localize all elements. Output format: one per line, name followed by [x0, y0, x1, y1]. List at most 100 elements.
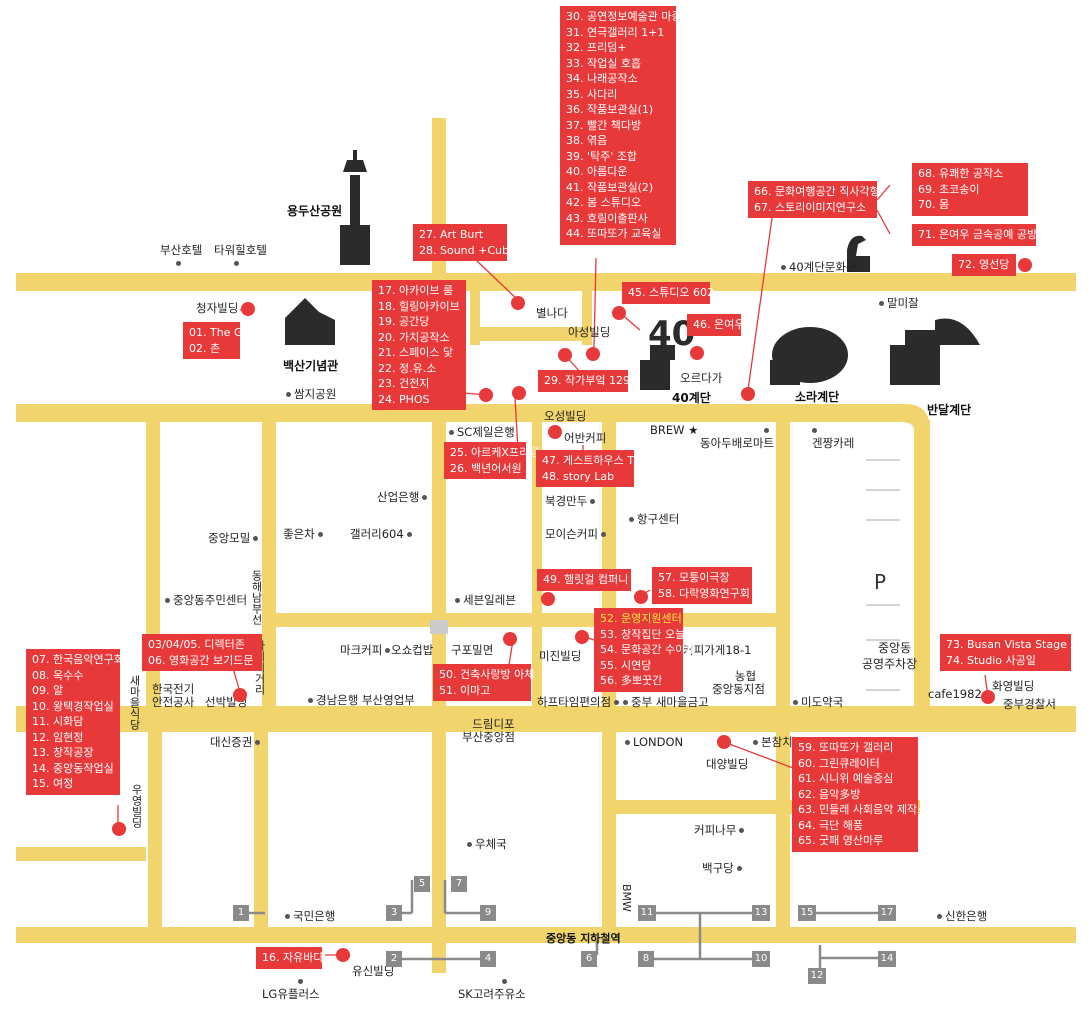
poi-sk: SK고려주유소 — [458, 975, 526, 1001]
marker-30[interactable] — [586, 347, 600, 361]
yongdusan-tower — [340, 150, 370, 265]
box-line: 34. 나래공작소 — [566, 72, 638, 85]
poi-sanup: 산업은행 — [377, 491, 430, 504]
exit-15[interactable]: 15 — [798, 905, 816, 921]
poi-woo: 우영빌딩 — [130, 784, 143, 828]
marker-73[interactable] — [981, 690, 995, 704]
exit-7[interactable]: 7 — [451, 876, 467, 892]
box-29[interactable]: 29. 작가부엌 1294 — [538, 370, 637, 392]
box-line: 14. 중앙동작업실 — [32, 761, 114, 775]
exit-6[interactable]: 6 — [581, 951, 597, 967]
exit-11[interactable]: 11 — [638, 905, 656, 921]
marker-03[interactable] — [233, 688, 247, 702]
road-v7 — [914, 420, 930, 720]
box-line: 28. Sound +Cube — [419, 243, 516, 257]
box-line: 70. 몸 — [918, 198, 950, 211]
box-line: 12. 임현정 — [32, 730, 84, 744]
poi-hwayoung: 화영빌딩 — [992, 679, 1035, 693]
landmark-subway: 중앙동 지하철역 — [546, 932, 621, 945]
box-line: 43. 호림이출판사 — [566, 211, 648, 225]
exit-13[interactable]: 13 — [752, 905, 770, 921]
box-line: 53. 창작집단 오늘 — [600, 627, 686, 641]
marker-27[interactable] — [511, 296, 525, 310]
exit-5[interactable]: 5 — [414, 876, 430, 892]
box-line: 65. 굿패 영산마루 — [798, 834, 884, 847]
landmark-sora: 소라계단 — [795, 390, 840, 404]
exit-12[interactable]: 12 — [808, 968, 826, 984]
marker-57[interactable] — [634, 590, 648, 604]
poi-shinhan: 신한은행 — [934, 910, 987, 923]
marker-16[interactable] — [336, 948, 350, 962]
box-49[interactable]: 49. 햄릿걸 컴퍼니 — [537, 569, 631, 591]
marker-72[interactable] — [1018, 258, 1032, 272]
poi-oreudaga: 오르다가 — [680, 371, 723, 385]
road-curve — [770, 404, 930, 430]
poi-hanggu: 항구센터 — [626, 513, 679, 526]
box-line: 22. 정.유.소 — [378, 361, 437, 375]
exit-9[interactable]: 9 — [480, 905, 496, 921]
exit-14[interactable]: 14 — [878, 951, 896, 967]
box-46[interactable]: 46. 은여우 — [687, 314, 744, 336]
marker-07[interactable] — [112, 822, 126, 836]
box-line: 38. 엮음 — [566, 134, 608, 147]
box-16[interactable]: 16. 자유바다 — [256, 947, 324, 969]
exit-1[interactable]: 1 — [233, 905, 249, 921]
exit-10[interactable]: 10 — [752, 951, 770, 967]
box-line: 13. 창작공장 — [32, 746, 94, 759]
box-line: 60. 그린큐레이터 — [798, 756, 880, 770]
road-v2 — [262, 418, 276, 713]
marker-29[interactable] — [558, 348, 572, 362]
marker-46[interactable] — [690, 346, 704, 360]
box-71[interactable]: 71. 은여우 금속공예 공방 — [912, 224, 1037, 246]
exit-3[interactable]: 3 — [386, 905, 402, 921]
exit-4[interactable]: 4 — [480, 951, 496, 967]
marker-45[interactable] — [612, 306, 626, 320]
road-h6 — [16, 847, 146, 861]
box-line: 68. 유쾌한 공작소 — [918, 167, 1004, 180]
exit-8[interactable]: 8 — [638, 951, 654, 967]
box-line: 16. 자유바다 — [262, 951, 324, 964]
box-72[interactable]: 72. 영선당 — [952, 254, 1016, 276]
box-line: 17. 아카이브 룸 — [378, 284, 454, 297]
poi-community: 중앙동주민센터 — [162, 594, 247, 607]
marker-47[interactable] — [548, 425, 562, 439]
box-45[interactable]: 45. 스튜디오 602 — [622, 282, 714, 304]
marker-17[interactable] — [479, 388, 493, 402]
poi-mijin: 미진빌딩 — [539, 649, 582, 663]
poi-ssamji: 쌈지공원 — [283, 388, 336, 401]
marker-52[interactable] — [575, 630, 589, 644]
marker-59[interactable] — [717, 735, 731, 749]
box-line: 02. 촌 — [189, 341, 221, 355]
marker-cheongja[interactable] — [241, 302, 255, 316]
marker-66[interactable] — [741, 387, 755, 401]
poi-marco: 마크커피 — [340, 644, 393, 657]
poi-police: 중부경찰서 — [1003, 697, 1056, 711]
box-line: 73. Busan Vista Stage Club — [946, 638, 1092, 651]
marker-50[interactable] — [503, 632, 517, 646]
exit-2[interactable]: 2 — [386, 951, 402, 967]
exit-lines — [248, 880, 880, 968]
box-line: 61. 시니위 예술중심 — [798, 772, 894, 785]
marker-25[interactable] — [512, 386, 526, 400]
poi-bmw: BMW — [620, 884, 633, 912]
box-line: 72. 영선당 — [958, 258, 1010, 271]
box-line: 19. 공간당 — [378, 315, 430, 328]
exit-17[interactable]: 17 — [878, 905, 896, 921]
marker-49[interactable] — [541, 592, 555, 606]
